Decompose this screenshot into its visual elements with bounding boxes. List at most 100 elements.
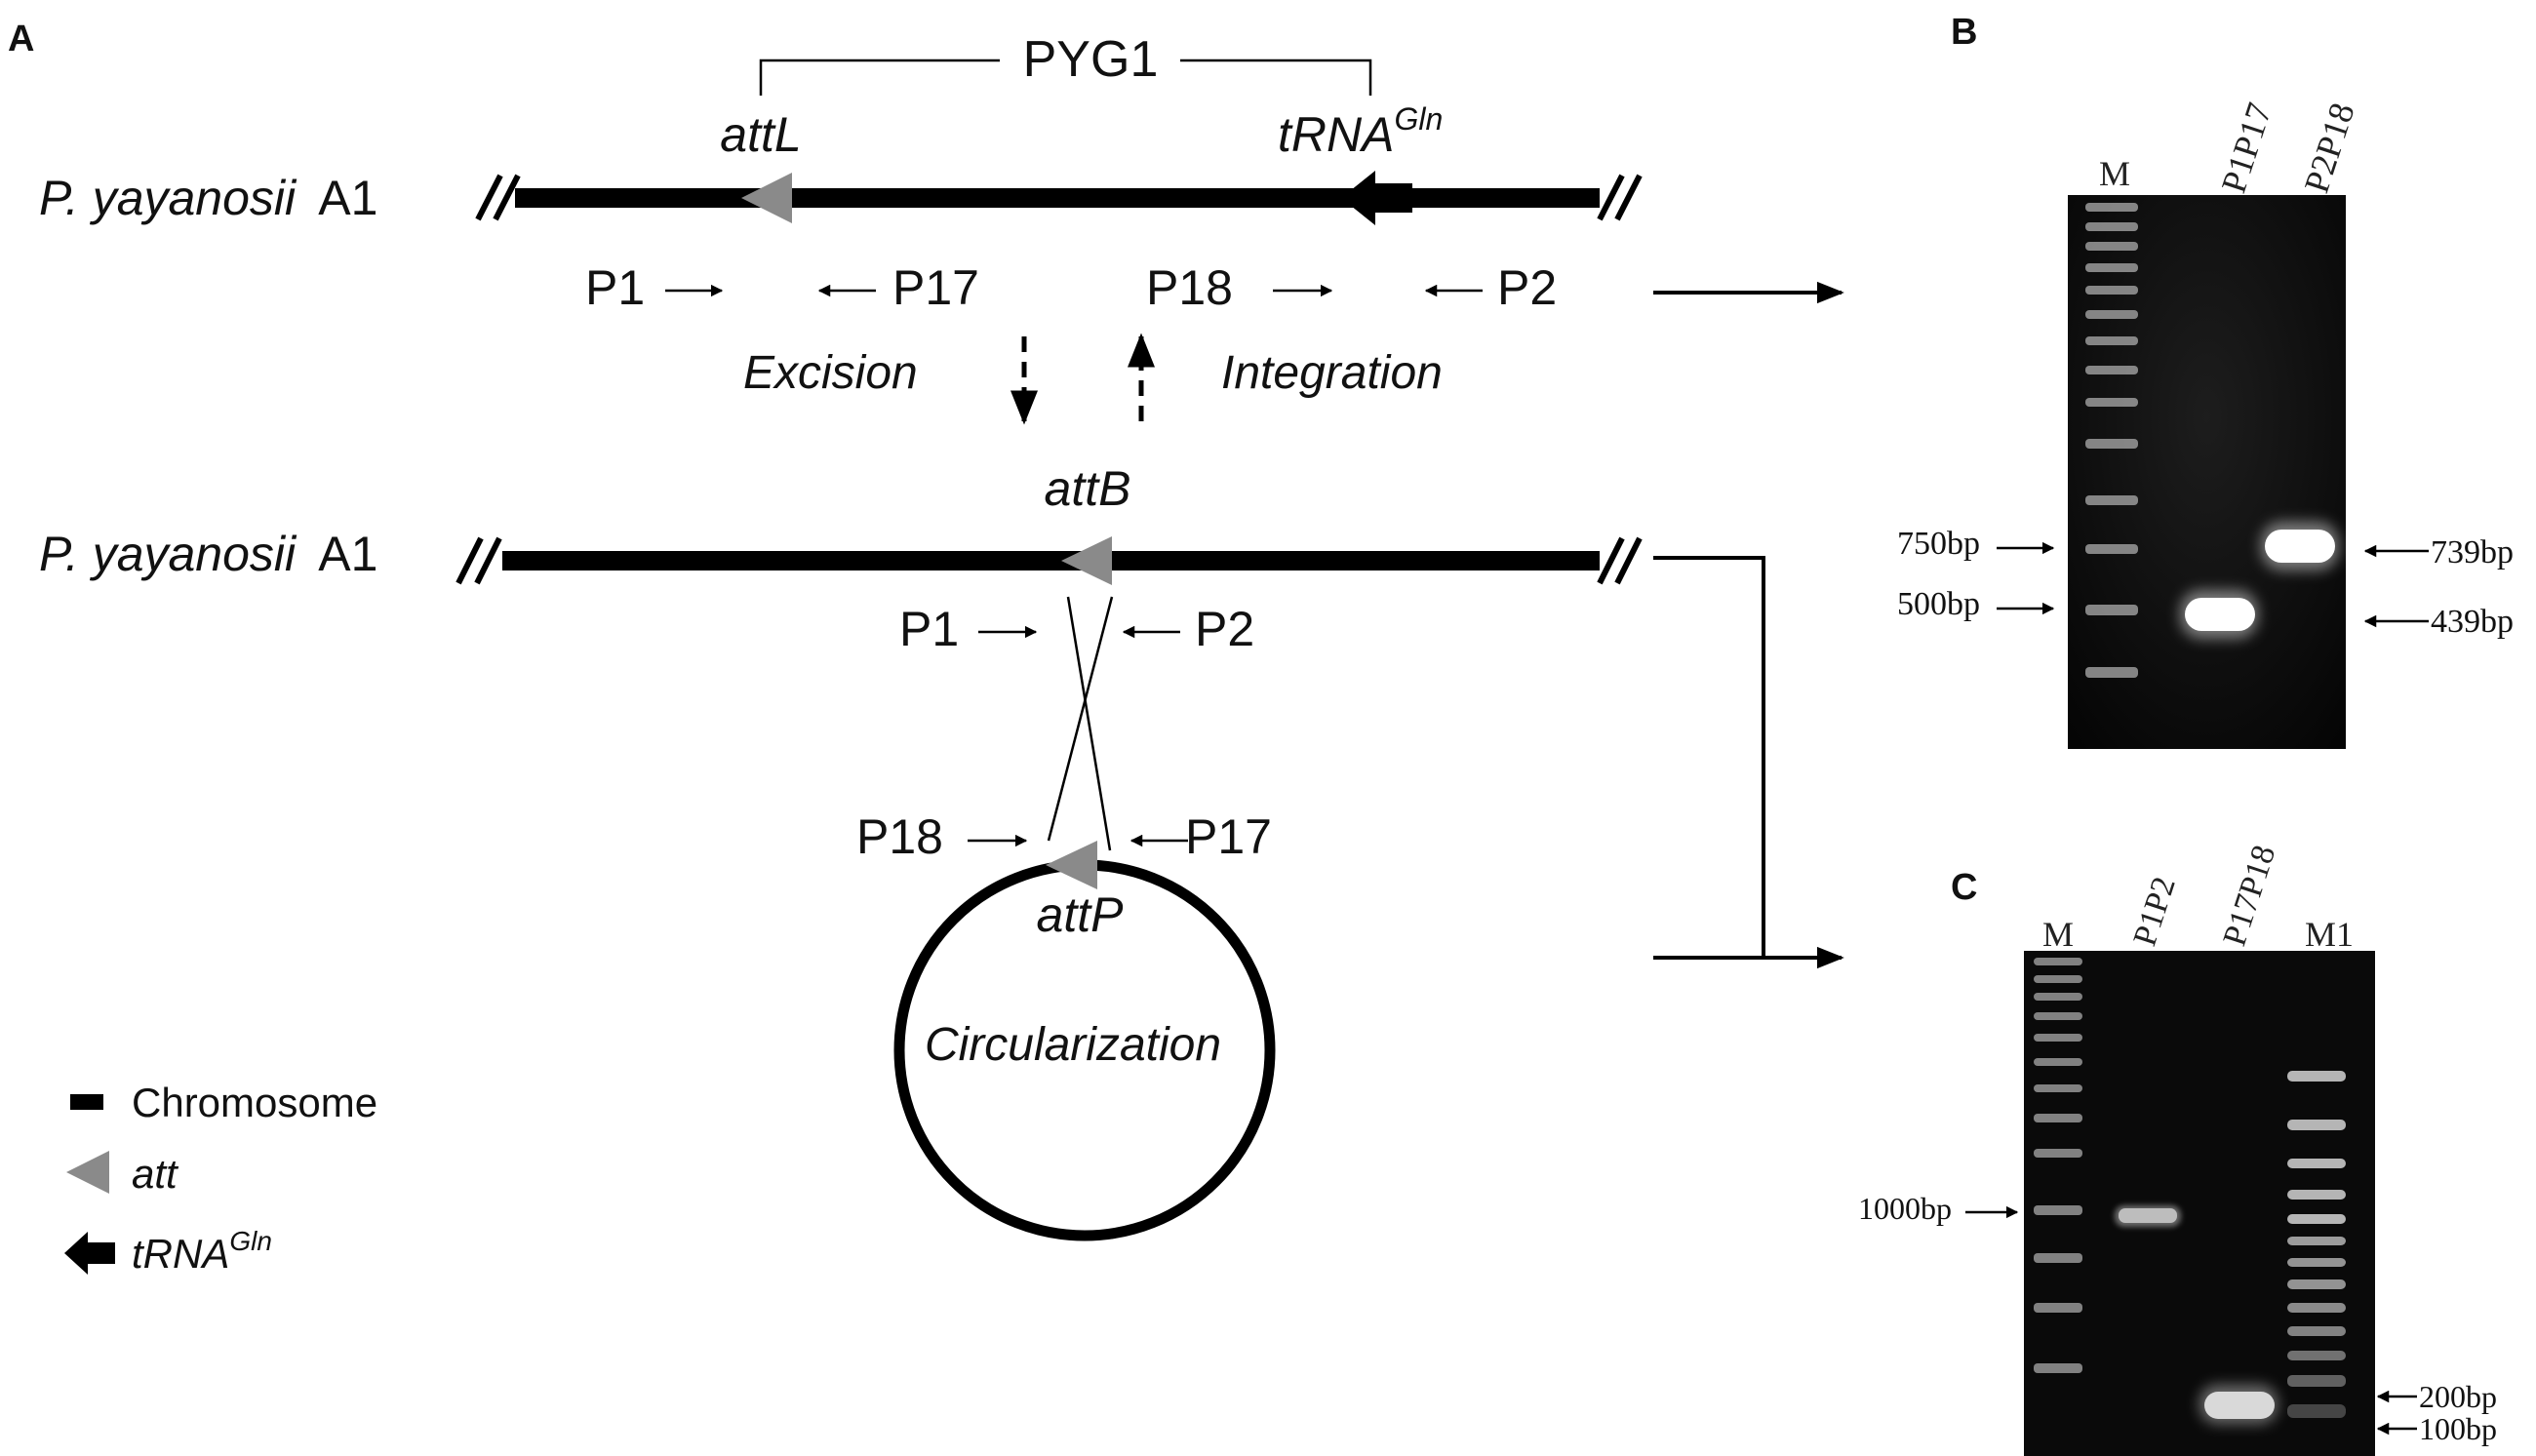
- attB-triangle-icon: [1061, 536, 1112, 585]
- connector-to-gel-c: [1653, 556, 1765, 958]
- panel-c-label: C: [1951, 867, 1977, 908]
- excision-label: Excision: [743, 347, 918, 399]
- gel-c-ladder-m1: [2287, 1071, 2346, 1418]
- top-species: P. yayanosii: [39, 171, 297, 225]
- gel-c-marker-100: 100bp: [2419, 1411, 2497, 1446]
- gel-b-ladder: [2085, 203, 2138, 678]
- recombination-cross: P1 P2: [899, 596, 1254, 851]
- primer-p18-top: P18: [1146, 260, 1233, 315]
- attP-label: attP: [1037, 887, 1125, 942]
- gel-c-image: [2024, 951, 2375, 1456]
- ladder-m1-band: [2287, 1071, 2346, 1082]
- ladder-m1-band: [2287, 1404, 2346, 1418]
- gel-b-marker-500: 500bp: [1897, 586, 1980, 622]
- gel-b-lane-p2p18: P2P18: [2297, 98, 2362, 198]
- ladder-c-band: [2034, 1205, 2082, 1215]
- circular-element: P18 P17 attP Circularization: [856, 809, 1276, 1241]
- ladder-m1-band: [2287, 1214, 2346, 1224]
- legend-att-label: att: [132, 1151, 179, 1197]
- ladder-c-band: [2034, 1012, 2082, 1020]
- panel-a-label: A: [8, 19, 34, 59]
- ladder-c-band: [2034, 1114, 2082, 1122]
- top-chromosome: P. yayanosii A1 PYG1 attL tRNAGln: [39, 31, 1643, 225]
- ladder-c-band: [2034, 1303, 2082, 1313]
- gel-b-lane-p1p17: P1P17: [2214, 98, 2279, 198]
- gel-c-lane-p17p18: P17P18: [2216, 841, 2282, 950]
- ladder-m1-band: [2287, 1303, 2346, 1313]
- primer-p2-top: P2: [1497, 260, 1557, 315]
- ladder-b-band: [2085, 310, 2138, 319]
- ladder-b-band: [2085, 336, 2138, 345]
- ladder-c-band: [2034, 993, 2082, 1001]
- ladder-b-band: [2085, 366, 2138, 374]
- ladder-m1-band: [2287, 1190, 2346, 1200]
- primer-p17-top: P17: [892, 260, 979, 315]
- legend: Chromosome att tRNAGln: [64, 1080, 377, 1277]
- ladder-b-band: [2085, 263, 2138, 272]
- bottom-chromosome: attB P. yayanosii A1: [39, 461, 1844, 969]
- primer-p17-circle: P17: [1185, 809, 1272, 864]
- gel-c-lane-m: M: [2042, 915, 2074, 954]
- cross-line-2: [1047, 596, 1114, 842]
- ladder-c-band: [2034, 1149, 2082, 1158]
- attP-triangle-icon: [1046, 841, 1097, 889]
- ladder-m1-band: [2287, 1258, 2346, 1267]
- trna-label-base: tRNA: [1278, 107, 1394, 162]
- ladder-m1-band: [2287, 1351, 2346, 1360]
- ladder-c-band: [2034, 1253, 2082, 1263]
- legend-trna-sup: Gln: [229, 1226, 272, 1256]
- bottom-organism-label: P. yayanosii A1: [39, 527, 377, 581]
- pyg1-bracket-right: [1180, 59, 1372, 96]
- panel-b: B M P1P17 P2P18 750bp: [1897, 12, 2514, 749]
- gel-b-marker-750: 750bp: [1897, 526, 1980, 562]
- attL-triangle-icon: [741, 173, 792, 223]
- gel-c-lane-m1: M1: [2305, 915, 2354, 954]
- ladder-c-band: [2034, 975, 2082, 983]
- trna-arrow-icon: [1341, 171, 1412, 225]
- top-break-right-2: [1614, 174, 1643, 221]
- legend-att-icon: [66, 1151, 109, 1194]
- gel-c-sample-bands: [2115, 1205, 2278, 1424]
- legend-trna-base: tRNA: [132, 1231, 229, 1277]
- ladder-b-band: [2085, 398, 2138, 407]
- excision-integration: Excision Integration: [743, 333, 1443, 425]
- ladder-m1-band: [2287, 1159, 2346, 1168]
- ladder-b-band: [2085, 286, 2138, 295]
- bottom-species: P. yayanosii: [39, 527, 297, 581]
- gel-b-band-739: 739bp: [2431, 534, 2514, 571]
- cross-line-1: [1066, 596, 1112, 851]
- ladder-m1-band: [2287, 1375, 2346, 1387]
- legend-chromosome-label: Chromosome: [132, 1080, 377, 1125]
- attB-label: attB: [1045, 461, 1131, 516]
- band-439bp: [2185, 598, 2255, 631]
- primer-p2-mid: P2: [1195, 602, 1254, 656]
- ladder-b-band: [2085, 222, 2138, 231]
- bottom-break-right-2: [1614, 536, 1643, 585]
- panel-b-label: B: [1951, 12, 1977, 53]
- ladder-c-band: [2034, 1058, 2082, 1066]
- trna-label: tRNAGln: [1278, 101, 1443, 162]
- gel-c-marker-1000: 1000bp: [1858, 1191, 1952, 1226]
- ladder-b-band: [2085, 203, 2138, 212]
- band-p17p18: [2204, 1392, 2275, 1419]
- primer-p1-top: P1: [585, 260, 645, 315]
- ladder-b-band: [2085, 667, 2138, 678]
- ladder-m1-band: [2287, 1237, 2346, 1245]
- integration-label: Integration: [1221, 347, 1443, 399]
- ladder-c-band: [2034, 1363, 2082, 1373]
- ladder-m1-band: [2287, 1279, 2346, 1289]
- primer-p18-circle: P18: [856, 809, 943, 864]
- top-break-left-2: [493, 174, 521, 221]
- ladder-m1-band: [2287, 1326, 2346, 1336]
- band-p1p2: [2119, 1208, 2177, 1223]
- ladder-b-band: [2085, 605, 2138, 615]
- top-strain: A1: [318, 171, 377, 225]
- bottom-break-left-2: [474, 536, 502, 585]
- ladder-b-band: [2085, 242, 2138, 251]
- primer-p1-mid: P1: [899, 602, 959, 656]
- top-primers: P1 P17 P18 P2: [585, 260, 1844, 315]
- panel-c: C M P1P2 P17P18 M1: [1858, 841, 2497, 1456]
- ladder-b-band: [2085, 544, 2138, 554]
- ladder-c-band: [2034, 1034, 2082, 1042]
- bottom-break-right-1: [1597, 536, 1625, 585]
